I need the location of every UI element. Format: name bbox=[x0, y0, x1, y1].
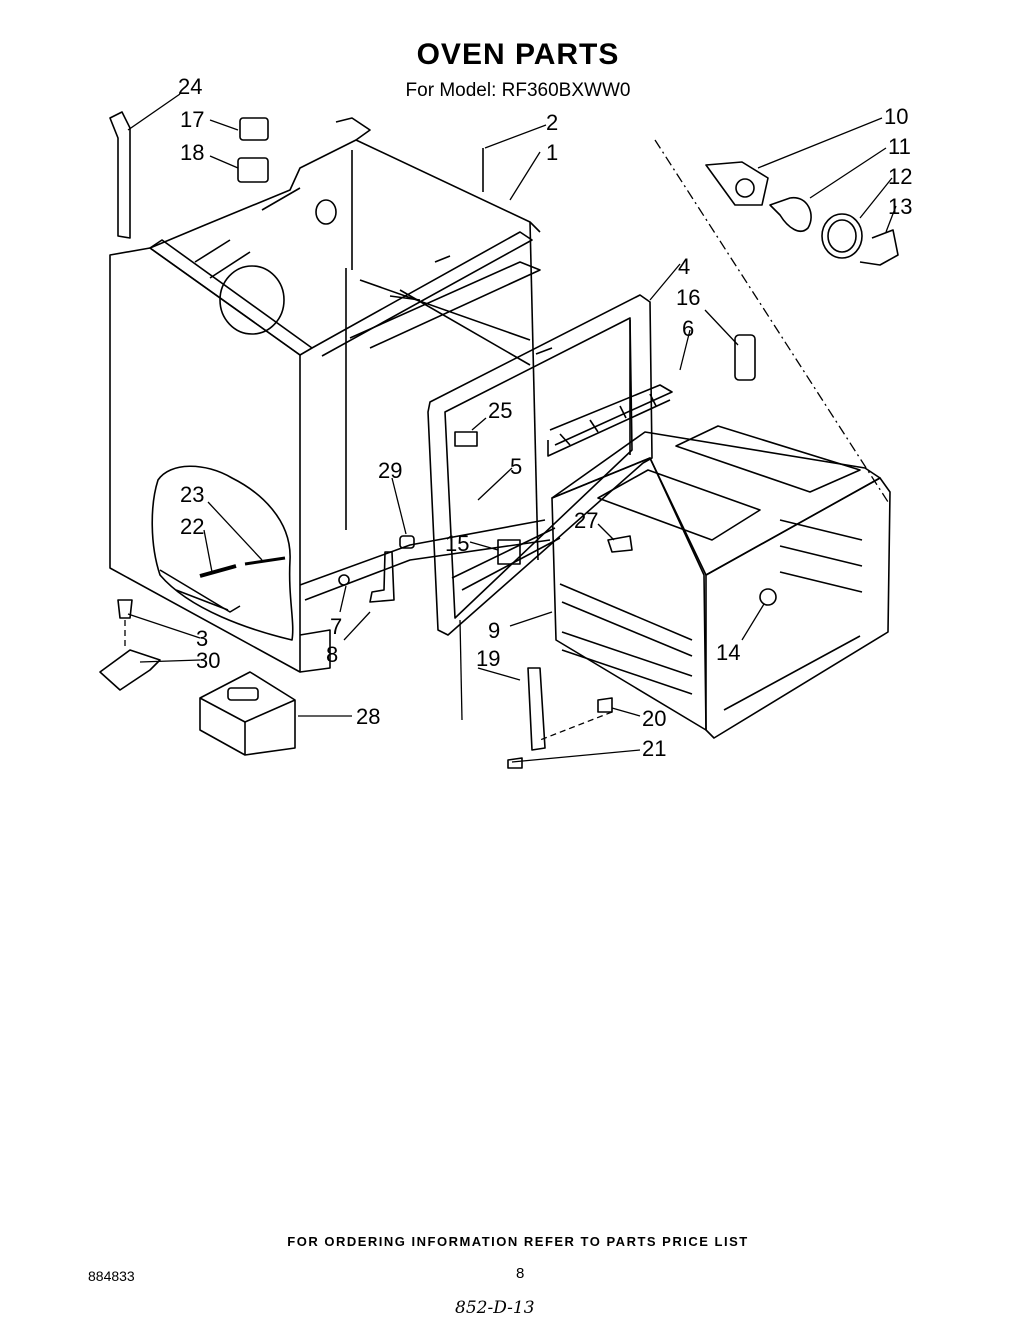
oven-liner bbox=[551, 425, 891, 739]
block-17 bbox=[239, 117, 269, 141]
callout-13: 13 bbox=[888, 194, 912, 219]
callout-7: 7 bbox=[330, 614, 342, 639]
callout-11: 11 bbox=[888, 134, 911, 159]
callout-10: 10 bbox=[884, 104, 908, 129]
callout-28: 28 bbox=[356, 704, 380, 729]
callout-1: 1 bbox=[546, 140, 558, 165]
hinge-19 bbox=[527, 667, 546, 751]
callout-19: 19 bbox=[476, 646, 500, 671]
cutaway-panel bbox=[151, 465, 294, 641]
callout-25: 25 bbox=[488, 398, 512, 423]
block-18 bbox=[237, 157, 269, 183]
callout-15: 15 bbox=[445, 531, 469, 556]
callout-18: 18 bbox=[180, 140, 204, 165]
callout-29: 29 bbox=[378, 458, 402, 483]
callout-2: 2 bbox=[546, 110, 558, 135]
oven-rack bbox=[547, 384, 673, 457]
ordering-note: FOR ORDERING INFORMATION REFER TO PARTS … bbox=[287, 1234, 749, 1249]
control-box bbox=[199, 671, 296, 756]
callout-9: 9 bbox=[488, 618, 500, 643]
document-code: 884833 bbox=[88, 1268, 135, 1284]
vertical-bracket bbox=[109, 111, 131, 239]
sensor bbox=[454, 431, 478, 447]
callout-8: 8 bbox=[326, 642, 338, 667]
callout-12: 12 bbox=[888, 164, 912, 189]
cabinet-body bbox=[109, 117, 553, 673]
light-assembly bbox=[705, 161, 899, 266]
callout-3: 3 bbox=[196, 626, 208, 651]
callout-21: 21 bbox=[642, 736, 666, 761]
callout-14: 14 bbox=[716, 640, 740, 665]
leveling-foot bbox=[117, 599, 133, 619]
callout-24: 24 bbox=[178, 74, 202, 99]
callout-22: 22 bbox=[180, 514, 204, 539]
callout-17: 17 bbox=[180, 107, 204, 132]
callout-5: 5 bbox=[510, 454, 522, 479]
vent-tube bbox=[734, 334, 756, 381]
page-number: 8 bbox=[516, 1265, 525, 1282]
leg-bracket bbox=[99, 649, 161, 691]
callout-20: 20 bbox=[642, 706, 666, 731]
callout-27: 27 bbox=[574, 508, 598, 533]
page-title: OVEN PARTS bbox=[416, 38, 620, 71]
callout-23: 23 bbox=[180, 482, 204, 507]
callout-6: 6 bbox=[682, 316, 694, 341]
model-number: For Model: RF360BXWW0 bbox=[405, 80, 631, 101]
hinge bbox=[369, 551, 395, 603]
callout-4: 4 bbox=[678, 254, 690, 279]
callout-16: 16 bbox=[676, 285, 700, 310]
callout-30: 30 bbox=[196, 648, 220, 673]
door-frame bbox=[427, 294, 653, 636]
handwritten-reference: 852-D-13 bbox=[455, 1298, 535, 1318]
bracket-15 bbox=[497, 539, 521, 565]
